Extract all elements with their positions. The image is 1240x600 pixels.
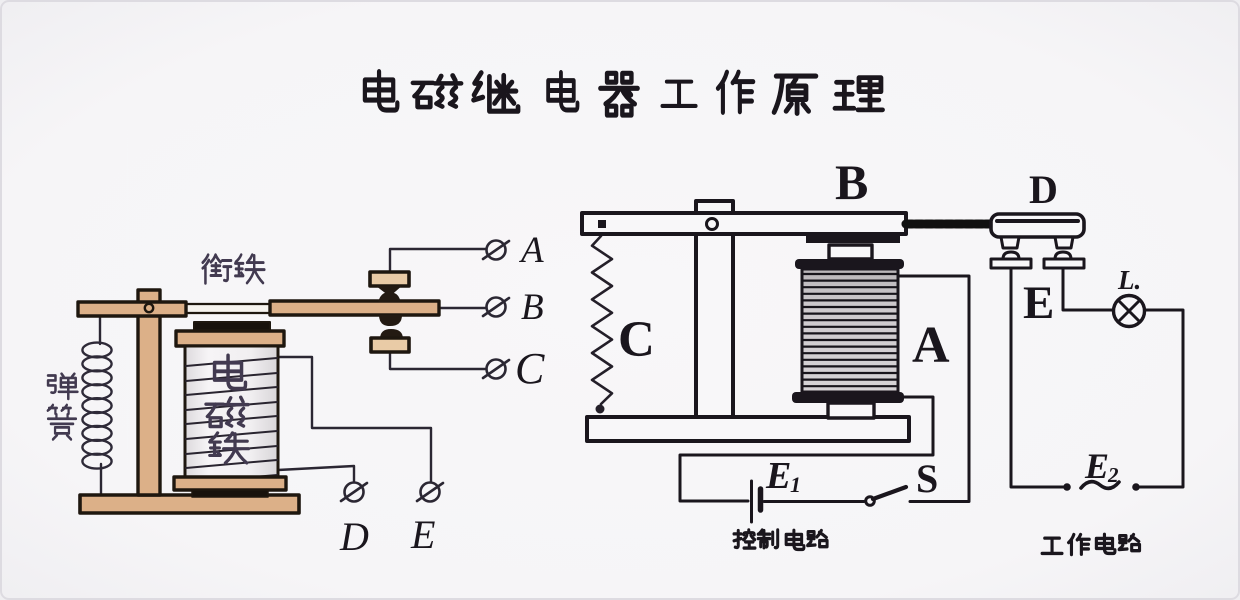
svg-text:E: E bbox=[410, 512, 435, 557]
svg-text:S: S bbox=[916, 456, 938, 501]
svg-text:B: B bbox=[521, 287, 544, 328]
svg-text:E: E bbox=[1084, 446, 1109, 486]
svg-text:D: D bbox=[339, 514, 369, 559]
svg-text:A: A bbox=[912, 317, 950, 374]
svg-text:D: D bbox=[1029, 167, 1058, 212]
svg-text:C: C bbox=[618, 312, 655, 368]
svg-text:1: 1 bbox=[790, 472, 801, 497]
svg-text:2: 2 bbox=[1107, 463, 1119, 487]
svg-text:B: B bbox=[835, 154, 868, 210]
svg-text:C: C bbox=[515, 344, 545, 393]
svg-text:L.: L. bbox=[1117, 265, 1141, 295]
svg-text:E: E bbox=[765, 455, 791, 497]
svg-text:E: E bbox=[1023, 277, 1054, 329]
svg-text:A: A bbox=[518, 230, 544, 271]
